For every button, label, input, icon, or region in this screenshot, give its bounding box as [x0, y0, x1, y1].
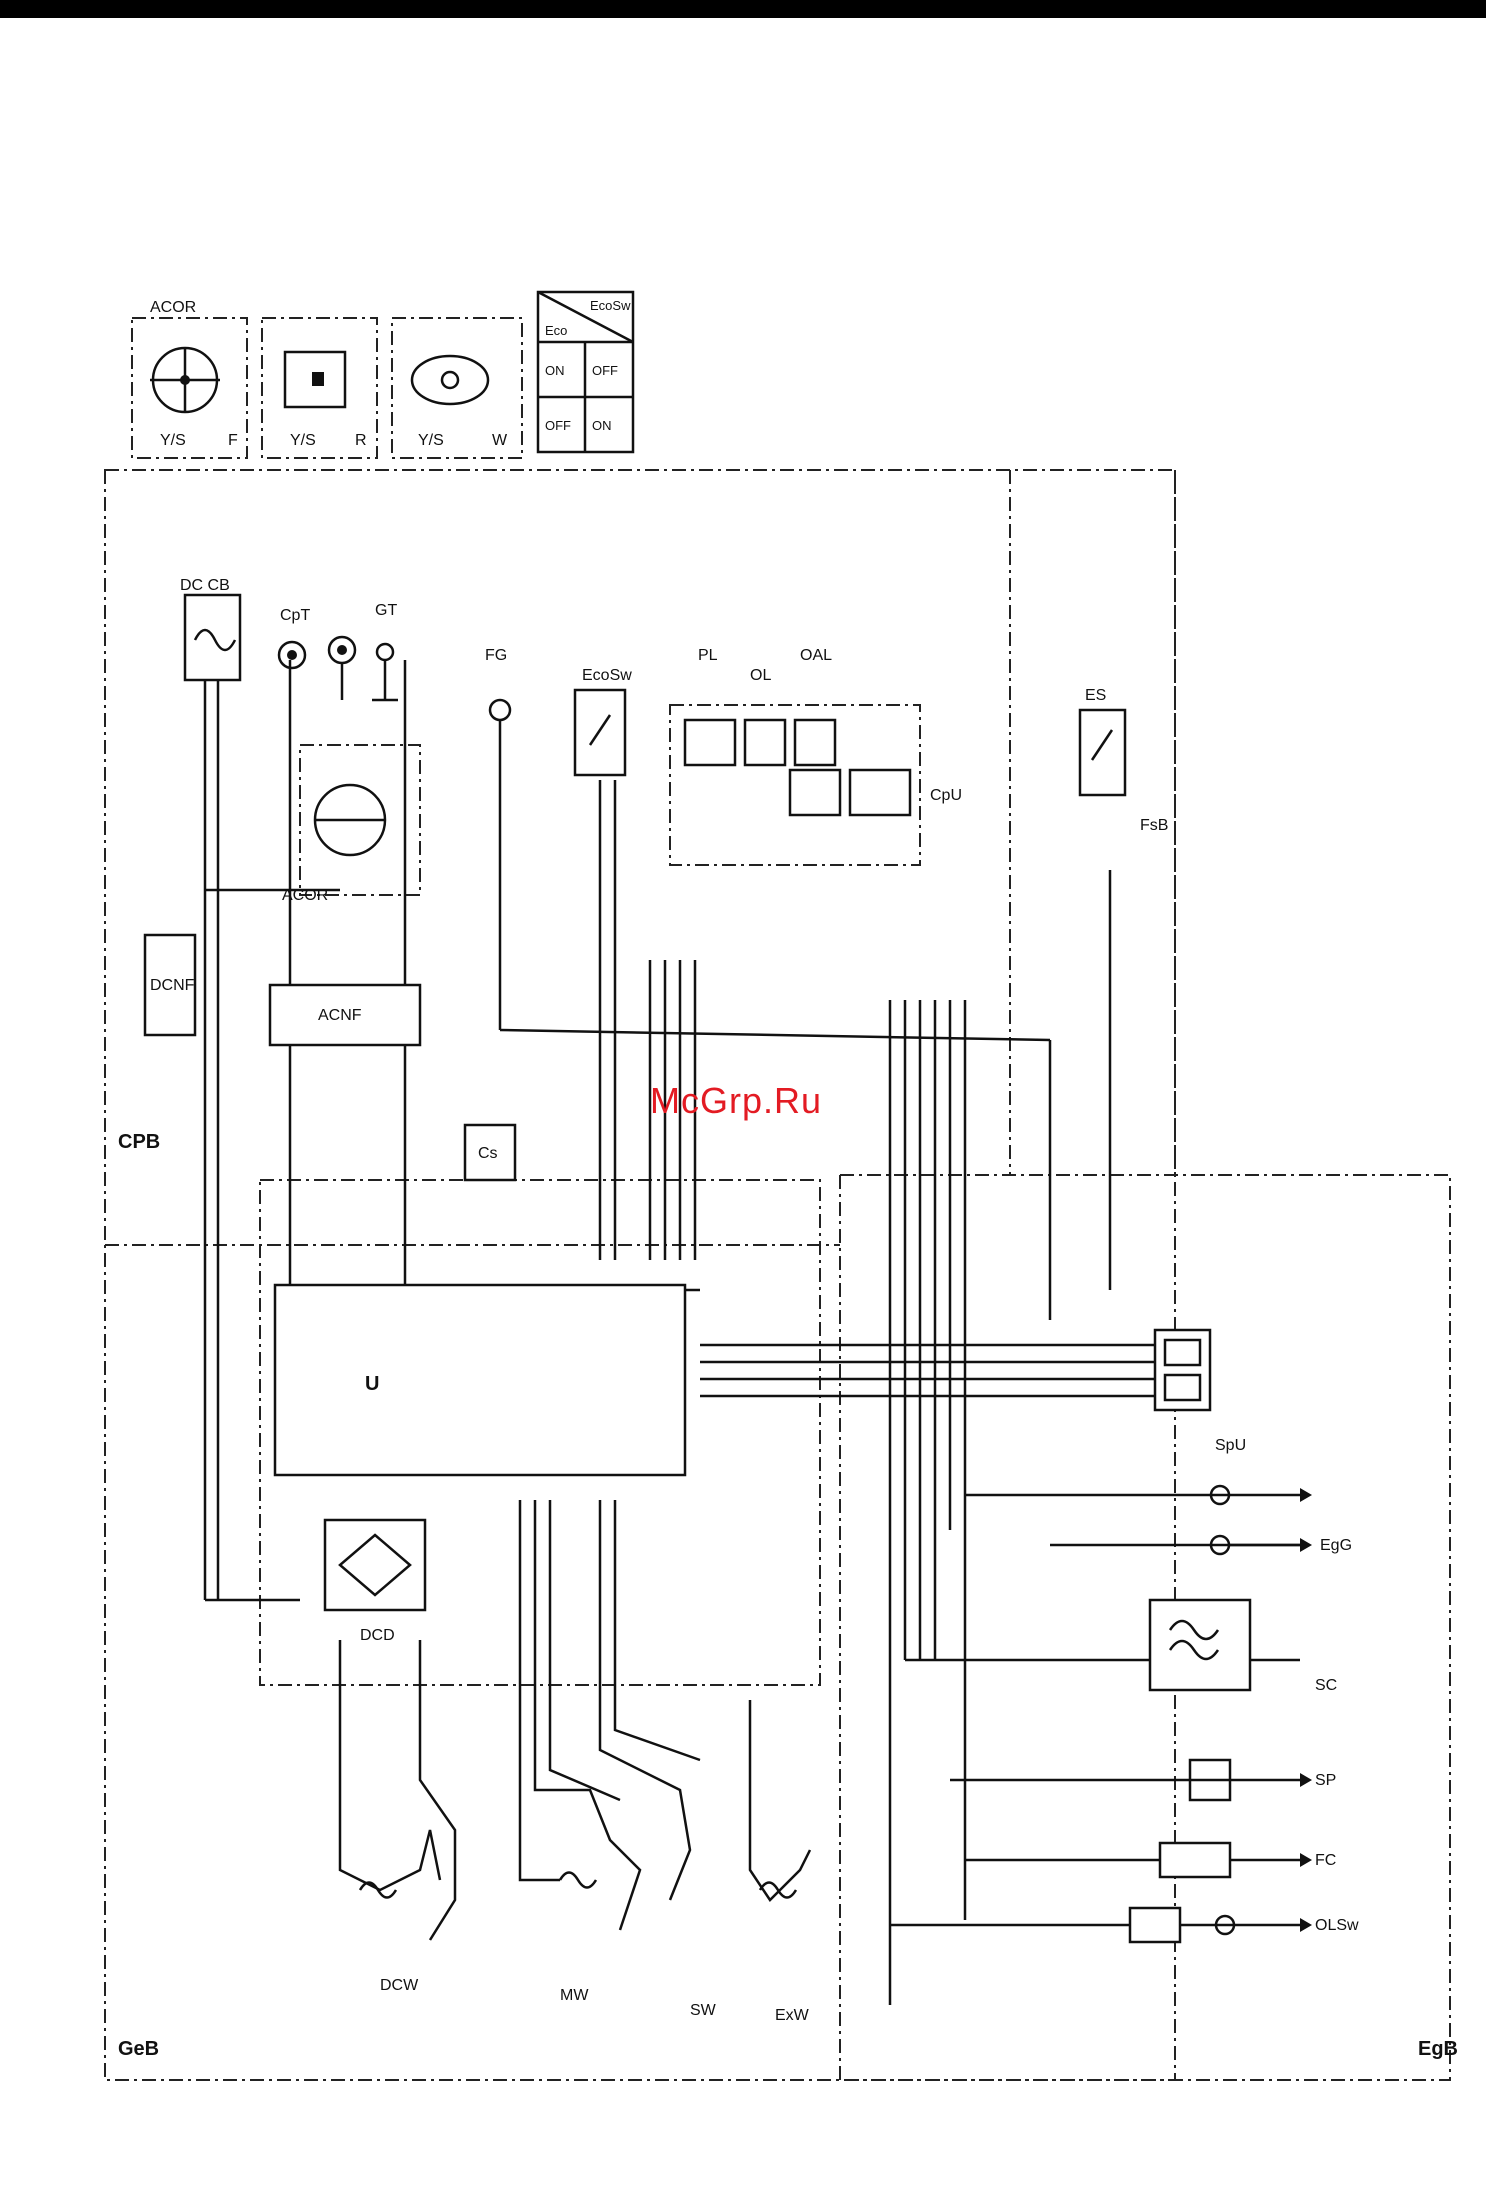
- sc-label: SC: [1315, 1677, 1337, 1694]
- legend-ys-label-2: Y/S: [290, 432, 316, 449]
- gt-label: GT: [375, 602, 397, 619]
- region-fsb-label: FsB: [1140, 817, 1168, 834]
- spu-spark-unit: SpU: [1155, 1330, 1246, 1454]
- eco-switch: EcoSw: [575, 667, 632, 775]
- exw-winding: ExW: [750, 1700, 810, 2024]
- fg-label: FG: [485, 647, 507, 664]
- u-control-unit: U: [275, 1285, 685, 1475]
- cpt-terminal: CpT: [279, 607, 310, 668]
- sw-label: SW: [690, 2002, 717, 2019]
- region-egb-boundary: [840, 1175, 1450, 2080]
- dcnf-filter: DCNF: [145, 935, 195, 1035]
- eco-row-on-b: OFF: [592, 363, 618, 378]
- pl-label: PL: [698, 647, 718, 664]
- spu-label: SpU: [1215, 1437, 1246, 1454]
- sw-winding: SW: [600, 1500, 717, 2019]
- acor-outlet: ACOR: [282, 745, 420, 904]
- sp-label: SP: [1315, 1772, 1336, 1789]
- legend-f-label: F: [228, 432, 238, 449]
- es-switch-label: ES: [1085, 687, 1106, 704]
- legend-acor-w: Y/S W: [392, 318, 522, 458]
- legend-ys-label-1: Y/S: [160, 432, 186, 449]
- acnf-label: ACNF: [318, 1007, 362, 1024]
- region-cpb-label: CPB: [118, 1131, 160, 1153]
- egg-label: EgG: [1320, 1537, 1352, 1554]
- legend-acor-r: Y/S R: [262, 318, 377, 458]
- legend-w-label: W: [492, 432, 508, 449]
- legend-acor-f: Y/S F ACOR: [132, 299, 247, 458]
- dcd-rectifier: DCD: [325, 1520, 425, 1644]
- gt-terminal: GT: [329, 602, 398, 700]
- eco-row-off-b: ON: [592, 418, 612, 433]
- region-egb-label: EgB: [1418, 2038, 1458, 2060]
- mw-winding: MW: [520, 1500, 640, 2004]
- watermark: McGrp.Ru: [650, 1080, 822, 1122]
- eco-header-right: EcoSw: [590, 298, 631, 313]
- u-label: U: [365, 1373, 379, 1395]
- legend-ys-label-3: Y/S: [418, 432, 444, 449]
- dcnf-label: DCNF: [150, 977, 195, 994]
- cs-label: Cs: [478, 1145, 498, 1162]
- cpt-label: CpT: [280, 607, 310, 624]
- region-geb-label: GeB: [118, 2038, 159, 2060]
- es-switch: ES: [1080, 687, 1125, 795]
- acor-label: ACOR: [282, 887, 328, 904]
- eco-row-on-a: ON: [545, 363, 565, 378]
- mw-label: MW: [560, 1987, 589, 2004]
- dc-cb-breaker: DC CB: [180, 577, 240, 680]
- cs-capacitor: Cs: [465, 1125, 515, 1180]
- oal-label: OAL: [800, 647, 832, 664]
- fc-label: FC: [1315, 1852, 1336, 1869]
- eco-switch-label: EcoSw: [582, 667, 632, 684]
- dcd-label: DCD: [360, 1627, 395, 1644]
- exw-label: ExW: [775, 2007, 810, 2024]
- dc-cb-label: DC CB: [180, 577, 230, 594]
- acnf-filter: ACNF: [270, 985, 420, 1045]
- legend-acor-label: ACOR: [150, 299, 196, 316]
- ol-label: OL: [750, 667, 771, 684]
- fg-terminal: FG: [485, 647, 510, 780]
- legend-r-label: R: [355, 432, 367, 449]
- eco-header-left: Eco: [545, 323, 567, 338]
- terminal-arrows: [1300, 1488, 1312, 1932]
- olsw-label: OLSw: [1315, 1917, 1359, 1934]
- sc-coil: SC: [1150, 1600, 1337, 1694]
- eco-row-off-a: OFF: [545, 418, 571, 433]
- cpu-lamp-unit: PL OL OAL CpU: [670, 647, 962, 865]
- region-cpb-boundary: [105, 470, 1175, 2080]
- dcw-label: DCW: [380, 1977, 419, 1994]
- dcw-winding: DCW: [340, 1640, 455, 1994]
- eco-truth-table: Eco EcoSw ON OFF OFF ON: [538, 292, 633, 452]
- cpu-label: CpU: [930, 787, 962, 804]
